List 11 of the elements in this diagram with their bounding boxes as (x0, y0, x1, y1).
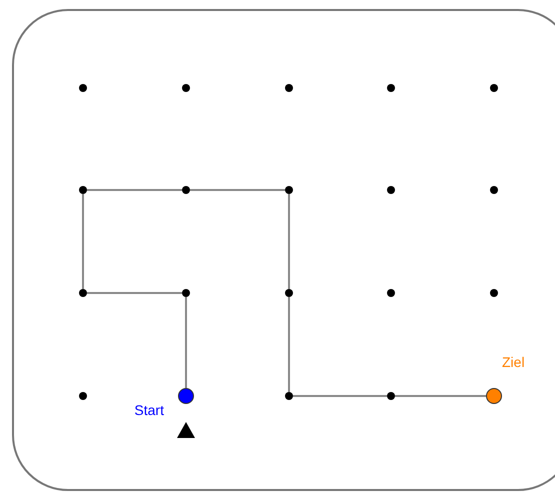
path-line (82, 194, 84, 289)
path-line (87, 189, 182, 191)
path-line (288, 297, 290, 392)
path-line (293, 395, 387, 397)
path-line (288, 194, 290, 289)
point-label: Ziel (502, 354, 525, 370)
path-line (185, 297, 187, 388)
path-line (190, 189, 285, 191)
point-label: Start (134, 402, 164, 418)
path-line (395, 395, 486, 397)
path-line (87, 292, 182, 294)
